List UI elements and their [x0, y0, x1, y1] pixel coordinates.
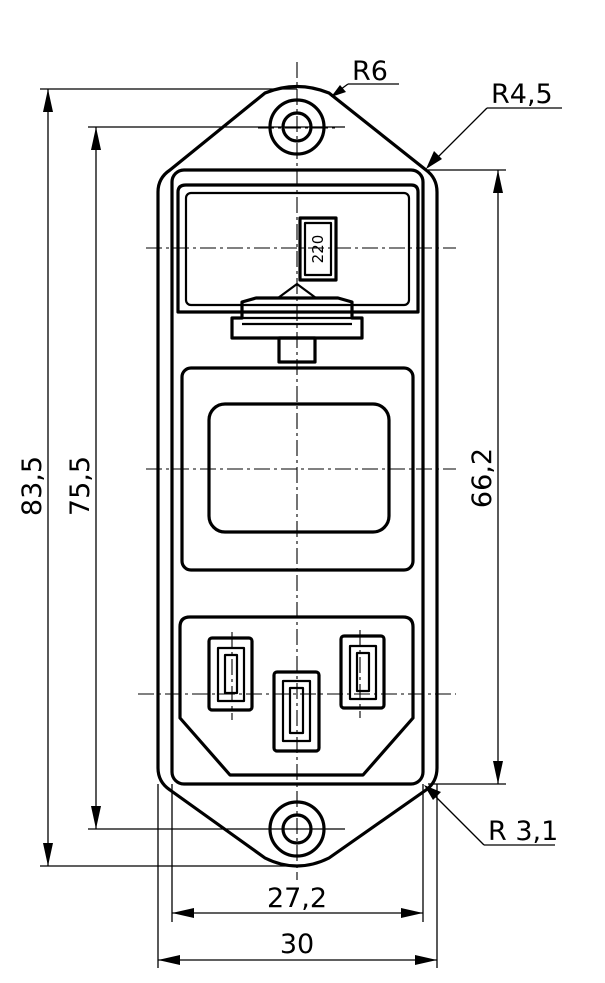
dim-body-height: 66,2 — [428, 169, 506, 785]
radius-r45: R4,5 — [426, 79, 562, 169]
overall-width-label: 30 — [280, 929, 314, 960]
pin-left — [207, 636, 254, 712]
r31-label: R 3,1 — [488, 816, 558, 847]
radius-r6: R6 — [331, 56, 399, 97]
fuse-drawer: 220 — [176, 183, 420, 364]
dim-overall-height: 83,5 — [17, 88, 297, 867]
rocker-switch — [180, 366, 415, 572]
pin-right — [339, 634, 386, 710]
pin-earth — [272, 670, 321, 753]
hole-spacing-label: 75,5 — [65, 456, 96, 516]
flange-outline — [156, 84, 439, 868]
r45-label: R4,5 — [491, 79, 553, 110]
body-height-label: 66,2 — [467, 448, 498, 508]
module-body — [170, 168, 425, 786]
fuse-rating-label: 220 — [309, 235, 327, 264]
dim-overall-width: 30 — [157, 784, 438, 968]
dim-hole-spacing: 75,5 — [65, 126, 345, 830]
iec-inlet — [178, 615, 415, 777]
overall-height-label: 83,5 — [17, 456, 48, 516]
radius-r31: R 3,1 — [424, 785, 558, 847]
fuse-window — [298, 216, 338, 282]
drawer-latch — [230, 296, 364, 340]
dim-body-width: 27,2 — [171, 784, 424, 922]
r6-label: R6 — [352, 56, 388, 87]
switch-rocker — [207, 402, 391, 534]
body-width-label: 27,2 — [267, 883, 327, 914]
